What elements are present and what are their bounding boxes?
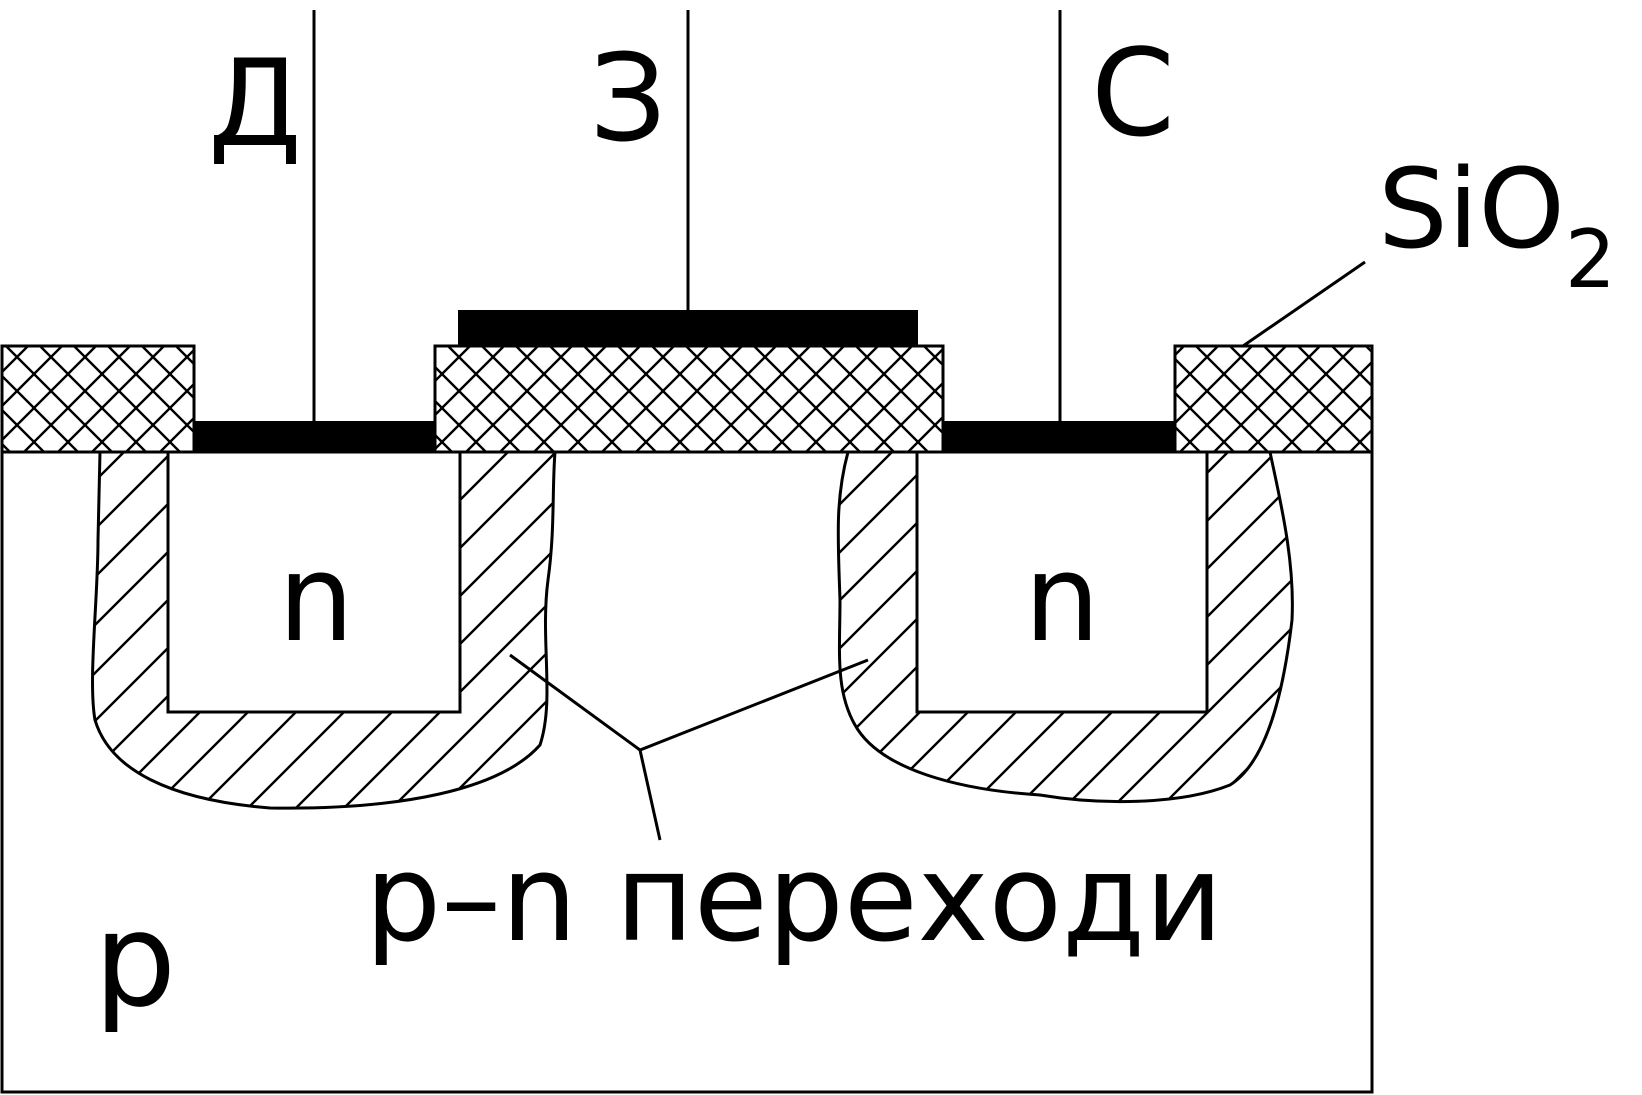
oxide-block-right xyxy=(1173,344,1374,454)
n-right-label: n xyxy=(1024,530,1100,669)
drain-label: Д xyxy=(208,35,302,174)
n-well-source xyxy=(915,450,1209,714)
oxide-block-left xyxy=(0,344,196,454)
source-label: С xyxy=(1091,25,1175,164)
gate-electrode xyxy=(458,310,918,346)
substrate-label: p xyxy=(94,884,177,1036)
n-left-label: n xyxy=(278,530,354,669)
junction-leader-stem xyxy=(638,749,662,841)
source-contact xyxy=(943,421,1175,452)
oxide-label-base: SiO xyxy=(1378,145,1565,273)
oxide-leader-line xyxy=(1242,260,1366,348)
oxide-block-gate xyxy=(433,344,945,454)
oxide-label-subscript: 2 xyxy=(1565,213,1616,306)
gate-label: З xyxy=(590,30,667,169)
junctions-label: p–n переходи xyxy=(365,830,1223,969)
drain-contact xyxy=(194,421,435,452)
oxide-label: SiO2 xyxy=(1378,145,1616,306)
